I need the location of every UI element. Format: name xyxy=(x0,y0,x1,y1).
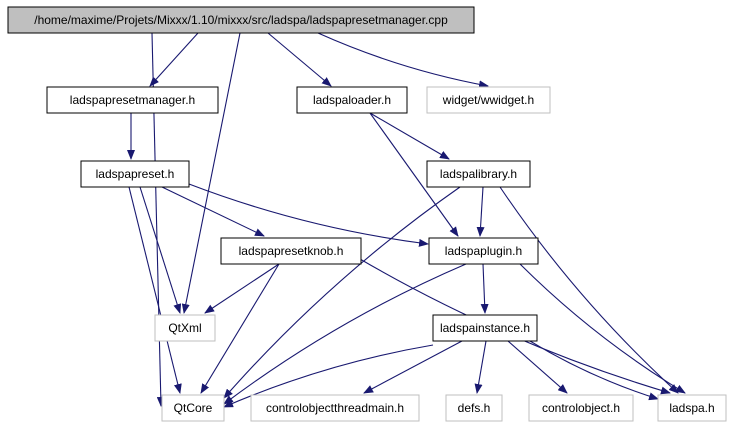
node-label: defs.h xyxy=(458,401,491,415)
edge-ladspapreset_h-to-qtcore xyxy=(128,186,182,394)
node-box xyxy=(7,6,475,34)
node-label: ladspainstance.h xyxy=(440,321,530,335)
node-controlobjectthreadmain-h[interactable]: controlobjectthreadmain.h xyxy=(250,394,420,422)
edge-ladspainstance_h-to-defs_h xyxy=(474,340,487,394)
node-box xyxy=(445,394,503,422)
node-box xyxy=(426,160,531,188)
node-label: controlobject.h xyxy=(542,401,620,415)
edge-ladspainstance_h-to-controlobject_h xyxy=(507,340,568,394)
edge-ladspapreset_h-to-ladspapresetknob_h xyxy=(161,186,265,237)
node-qtxml[interactable]: QtXml xyxy=(154,314,216,342)
node-label: /home/maxime/Projets/Mixxx/1.10/mixxx/sr… xyxy=(34,13,448,27)
edge-ladspainstance_h-to-ladspa_h xyxy=(529,340,659,401)
node-ladspaplugin-h[interactable]: ladspaplugin.h xyxy=(428,237,539,265)
node-label: ladspapreset.h xyxy=(96,167,175,181)
edge-ladspapresetknob_h-to-qtxml xyxy=(204,263,280,314)
node-ladspaloader-h[interactable]: ladspaloader.h xyxy=(296,86,408,114)
node-ladspainstance-h[interactable]: ladspainstance.h xyxy=(432,314,538,342)
node-ladspapreset-h[interactable]: ladspapreset.h xyxy=(80,160,190,188)
node-box xyxy=(528,394,634,422)
node-controlobject-h[interactable]: controlobject.h xyxy=(528,394,634,422)
node-label: ladspaloader.h xyxy=(313,93,391,107)
node-box xyxy=(46,86,219,114)
node-box xyxy=(426,86,551,114)
edge-ladspapreset_h-to-ladspaplugin_h xyxy=(188,183,429,247)
edge-ladspaloader_h-to-ladspaplugin_h xyxy=(369,112,459,237)
node-box xyxy=(220,237,362,265)
edge-ladspapreset_h-to-qtxml xyxy=(139,186,182,314)
node-root[interactable]: /home/maxime/Projets/Mixxx/1.10/mixxx/sr… xyxy=(7,6,475,34)
node-label: QtCore xyxy=(174,401,213,415)
edge-root-to-widget_wwidget_h xyxy=(317,32,489,89)
edge-root-to-qtxml xyxy=(181,32,241,314)
edge-ladspaplugin_h-to-ladspainstance_h xyxy=(480,263,489,314)
node-box xyxy=(432,314,538,342)
edge-ladspalibrary_h-to-qtcore xyxy=(223,186,461,399)
node-label: ladspa.h xyxy=(669,401,714,415)
edge-root-to-ladspaloader_h xyxy=(267,32,332,87)
node-box xyxy=(657,394,727,422)
node-box xyxy=(161,394,225,422)
node-widget-wwidget-h[interactable]: widget/wwidget.h xyxy=(426,86,551,114)
edge-ladspainstance_h-to-controlobjectthreadmain_h xyxy=(363,340,463,394)
node-box xyxy=(296,86,408,114)
node-label: widget/wwidget.h xyxy=(442,93,534,107)
edge-ladspapresetknob_h-to-qtcore xyxy=(200,263,280,394)
edge-ladspalibrary_h-to-ladspa_h xyxy=(499,186,679,394)
edge-ladspaplugin_h-to-ladspa_h xyxy=(519,263,686,394)
edge-ladspalibrary_h-to-ladspaplugin_h xyxy=(476,186,485,237)
node-box xyxy=(154,314,216,342)
edge-root-to-qtcore xyxy=(151,32,165,407)
node-ladspalibrary-h[interactable]: ladspalibrary.h xyxy=(426,160,531,188)
node-ladspa-h[interactable]: ladspa.h xyxy=(657,394,727,422)
edge-root-to-ladspapresetmanager_h xyxy=(149,32,199,87)
node-qtcore[interactable]: QtCore xyxy=(161,394,225,422)
node-label: ladspapresetknob.h xyxy=(239,244,344,258)
edge-ladspaplugin_h-to-qtcore xyxy=(223,263,467,405)
node-label: controlobjectthreadmain.h xyxy=(266,401,404,415)
node-label: QtXml xyxy=(168,321,201,335)
node-defs-h[interactable]: defs.h xyxy=(445,394,503,422)
edge-ladspaloader_h-to-ladspalibrary_h xyxy=(369,112,450,160)
node-ladspapresetknob-h[interactable]: ladspapresetknob.h xyxy=(220,237,362,265)
nodes-layer: /home/maxime/Projets/Mixxx/1.10/mixxx/sr… xyxy=(7,6,727,422)
edge-ladspainstance_h-to-qtcore xyxy=(223,344,434,408)
node-box xyxy=(80,160,190,188)
node-box xyxy=(250,394,420,422)
node-label: ladspapresetmanager.h xyxy=(70,93,195,107)
node-ladspapresetmanager-h[interactable]: ladspapresetmanager.h xyxy=(46,86,219,114)
node-label: ladspalibrary.h xyxy=(440,167,517,181)
node-label: ladspaplugin.h xyxy=(445,244,522,258)
node-box xyxy=(428,237,539,265)
